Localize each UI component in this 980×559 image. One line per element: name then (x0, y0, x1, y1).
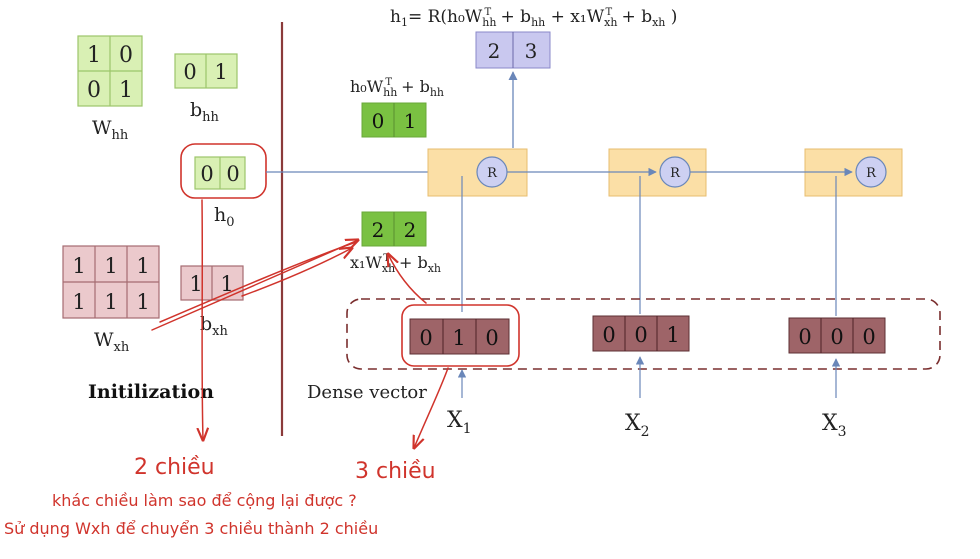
red-arrow-wxh-second (159, 241, 357, 323)
h0-cell: 0 (200, 162, 213, 186)
w-xh-cell: 1 (104, 254, 117, 278)
dense-vector-group (346, 298, 941, 370)
hidden-term-formula: h₀WhhT + bhh (350, 77, 444, 99)
input-term-cell: 2 (404, 218, 417, 242)
x1-highlight (401, 304, 520, 367)
x1-label: X1 (447, 408, 472, 437)
w-xh-cell: 1 (136, 290, 149, 314)
red-arrow-x1-to-input (388, 254, 427, 304)
annotation-question: khác chiều làm sao để cộng lại được ? (52, 491, 357, 510)
annotation-arrows (151, 199, 449, 448)
w-xh-cell: 1 (72, 290, 85, 314)
dense-cell: 0 (634, 323, 647, 347)
output-cell: 3 (525, 39, 538, 63)
dense-vector-3: 0 0 0 (788, 317, 886, 354)
dense-cell: 1 (666, 323, 679, 347)
dense-cell: 0 (862, 325, 875, 349)
rnn-cell-2: R (608, 148, 707, 197)
w-xh-cell: 1 (72, 254, 85, 278)
w-xh-matrix: 1 1 1 1 1 1 (62, 245, 160, 319)
h0-label: h0 (214, 204, 235, 230)
b-xh-cell: 1 (220, 272, 233, 296)
dense-cell: 0 (602, 323, 615, 347)
w-hh-label: Whh (92, 117, 129, 143)
b-hh-vector: 0 1 (174, 53, 238, 89)
input-term-formula: x₁WxhT + bxh (350, 253, 441, 275)
dense-cell: 0 (798, 325, 811, 349)
input-term-vector: 2 2 (361, 211, 427, 247)
r-node-label: R (670, 166, 681, 181)
w-xh-cell: 1 (136, 254, 149, 278)
b-hh-cell: 0 (183, 60, 196, 84)
annotation-three-dim: 3 chiều (355, 459, 436, 484)
rnn-cell-1: R (427, 148, 528, 197)
dense-cell: 0 (830, 325, 843, 349)
dense-vector-2: 0 0 1 (592, 315, 690, 352)
red-arrow-x1-down (414, 367, 449, 448)
hidden-term-cell: 0 (372, 109, 385, 133)
h0-highlight (180, 143, 267, 199)
w-hh-cell: 1 (87, 43, 101, 68)
b-xh-cell: 1 (189, 272, 202, 296)
dense-vector-label: Dense vector (307, 382, 427, 403)
output-cell: 2 (488, 39, 501, 63)
w-xh-cell: 1 (104, 290, 117, 314)
annotation-two-dim: 2 chiều (134, 455, 215, 480)
w-hh-cell: 1 (119, 78, 133, 103)
b-xh-label: bxh (200, 313, 229, 339)
hidden-term-vector: 0 1 (361, 102, 427, 138)
w-hh-matrix: 1 0 0 1 (77, 35, 143, 107)
x2-label: X2 (625, 411, 650, 440)
dense-cell: 0 (419, 326, 432, 350)
x3-label: X3 (822, 411, 847, 440)
initialization-label: Initilization (88, 381, 214, 403)
dense-vector-1: 0 1 0 (409, 318, 510, 355)
w-xh-label: Wxh (94, 329, 130, 355)
red-arrow-bxh-to-input (241, 248, 352, 297)
h0-vector: 0 0 (194, 156, 246, 190)
h0-cell: 0 (226, 162, 239, 186)
r-node-label: R (866, 166, 877, 181)
output-vector: 2 3 (475, 31, 551, 69)
r-node-label: R (487, 166, 498, 181)
w-hh-cell: 0 (87, 78, 101, 103)
w-hh-cell: 0 (119, 43, 133, 68)
dense-cell: 0 (485, 326, 498, 350)
input-term-cell: 2 (372, 218, 385, 242)
b-hh-label: bhh (190, 99, 220, 125)
b-hh-cell: 1 (214, 60, 227, 84)
annotation-answer: Sử dụng Wxh để chuyển 3 chiều thành 2 ch… (4, 519, 378, 538)
top-formula: h1= R(h₀WhhT + bhh + x₁WxhT + bxh ) (390, 7, 677, 29)
hidden-term-cell: 1 (404, 109, 417, 133)
red-arrow-h0-down (202, 199, 203, 440)
dense-cell: 1 (452, 326, 465, 350)
